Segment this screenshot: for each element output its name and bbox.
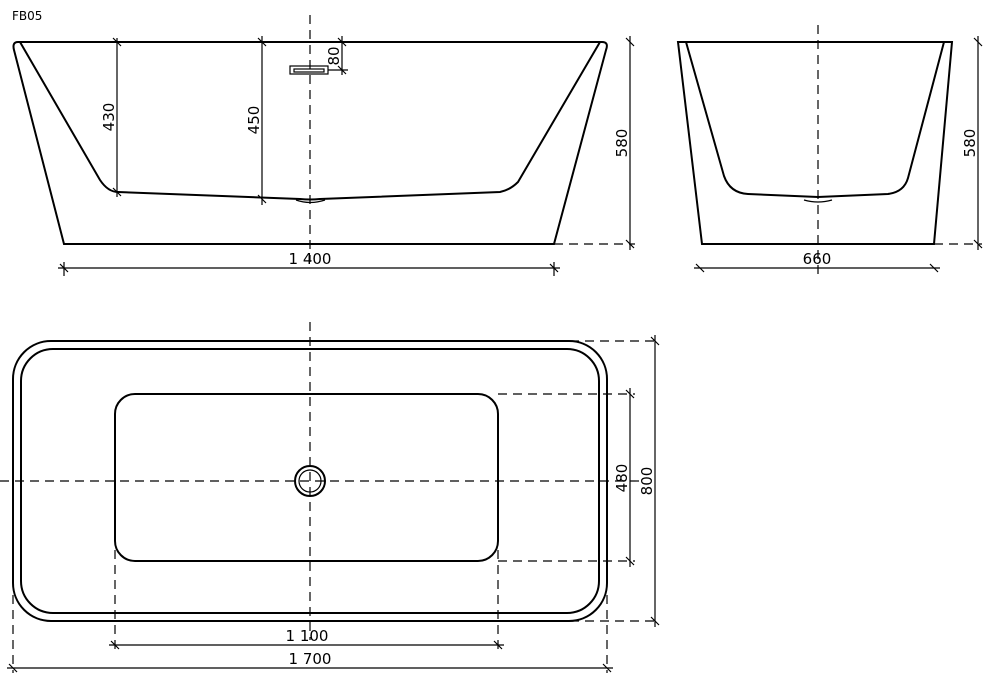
dim-ticks <box>650 336 660 626</box>
dim-ticks <box>625 389 635 566</box>
dim-ticks <box>112 37 122 197</box>
end-inner-basin <box>685 41 945 199</box>
dim-450: 450 <box>245 106 263 135</box>
dim-ticks <box>110 640 503 650</box>
dim-1100: 1 100 <box>286 627 329 645</box>
end-outer-shell <box>676 41 954 245</box>
dim-ticks <box>973 37 983 249</box>
dim-ticks <box>8 663 612 673</box>
dim-1700: 1 700 <box>289 650 332 668</box>
dim-ticks <box>337 37 347 75</box>
end-view: 580 660 <box>676 25 983 275</box>
side-view: 430 450 80 580 1 400 <box>12 15 635 276</box>
dim-ticks <box>625 37 635 249</box>
dim-ticks <box>59 262 559 276</box>
top-view: 480 800 1 100 1 700 <box>0 322 660 673</box>
dim-1400: 1 400 <box>289 250 332 268</box>
dim-ticks <box>257 37 267 204</box>
dim-580-end: 580 <box>961 129 979 158</box>
dim-480: 480 <box>613 464 631 493</box>
dim-800: 800 <box>638 467 656 496</box>
drain-inner-icon <box>298 469 322 493</box>
top-basin <box>114 393 499 562</box>
drawing-title: FB05 <box>12 9 42 23</box>
drain-icon <box>803 199 833 203</box>
dim-430: 430 <box>100 103 118 132</box>
overflow-icon <box>289 65 329 75</box>
dim-80: 80 <box>325 46 343 65</box>
dim-660: 660 <box>803 250 832 268</box>
drain-outer-icon <box>294 465 326 497</box>
dim-580: 580 <box>613 129 631 158</box>
dim-ticks <box>695 263 939 273</box>
overflow-slot <box>293 68 325 73</box>
